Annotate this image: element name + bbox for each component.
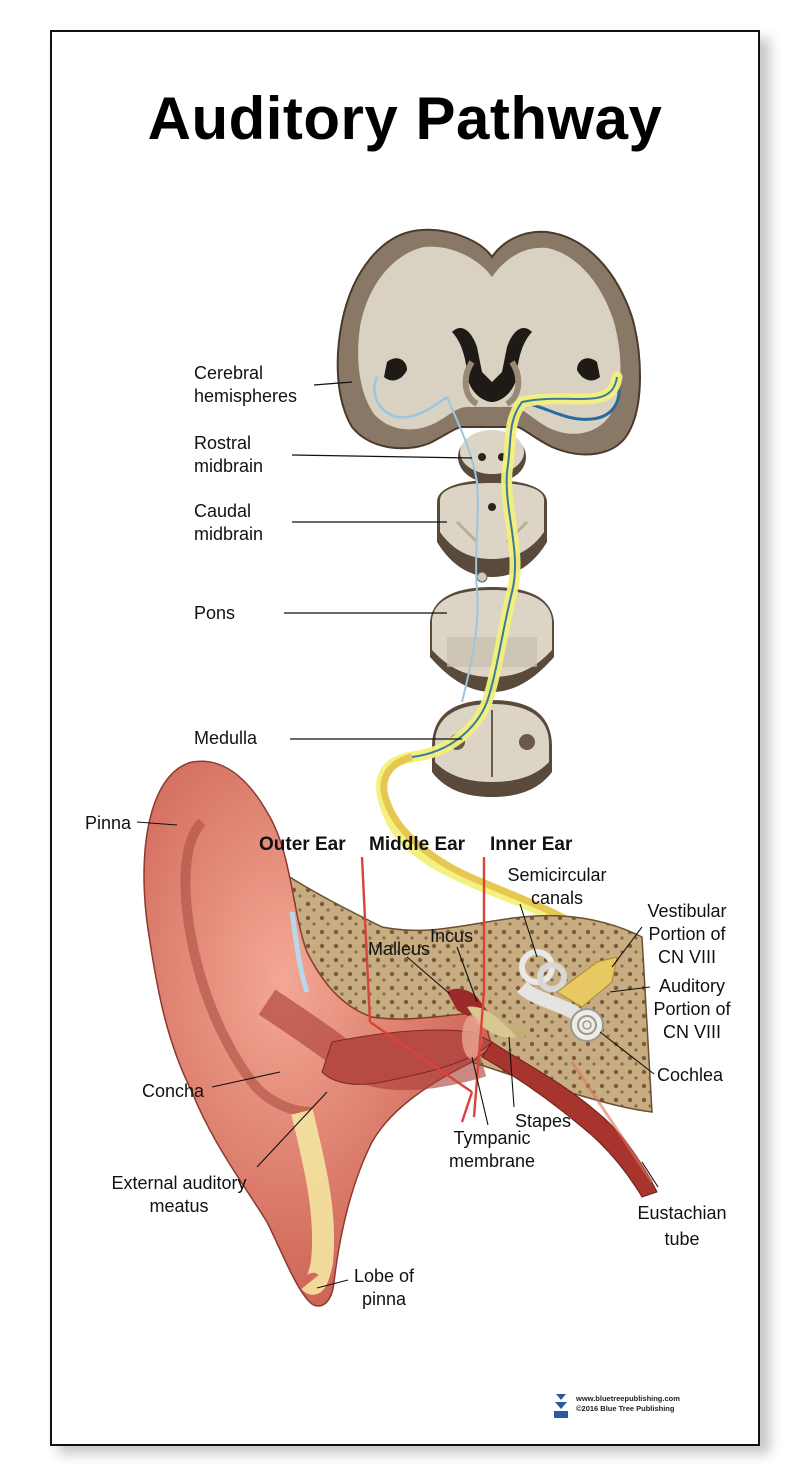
label-cerebral-hemispheres: Cerebral hemispheres [194,362,297,408]
label-line: meatus [149,1196,209,1216]
label-external-auditory-meatus: External auditory meatus [104,1172,254,1218]
header-inner-ear: Inner Ear [490,834,573,855]
label-tympanic-membrane: Tympanic membrane [437,1127,547,1173]
label-line: midbrain [194,456,264,476]
label-auditory-portion: Auditory Portion of CN VIII [642,975,742,1044]
label-line: Portion of [648,924,726,944]
poster: Auditory Pathway [50,30,760,1446]
label-line: canals [530,888,584,908]
label-line: midbrain [194,524,264,544]
label-malleus: Malleus [368,939,431,959]
publisher-url: www.bluetreepublishing.com [576,1394,680,1403]
page-title: Auditory Pathway [147,85,663,152]
label-pons: Pons [194,603,236,623]
label-line: Portion of [653,999,731,1019]
label-line: Rostral [194,433,252,453]
inner-ear-figure [517,949,618,1042]
label-lobe-of-pinna: Lobe of pinna [344,1265,424,1311]
eustachian-tube-figure [481,1041,658,1198]
header-outer-ear: Outer Ear [259,834,346,855]
ear-section-dividers [360,856,486,1123]
publisher-footer: www.bluetreepublishing.com ©2016 Blue Tr… [576,1394,680,1414]
label-medulla: Medulla [194,728,258,748]
label-line: tube [664,1229,700,1249]
label-line: Vestibular [647,901,727,921]
brain-leader-lines [284,381,473,740]
publisher-logo-icon [552,1390,570,1420]
label-line: Auditory [658,976,726,996]
label-line: External auditory [111,1173,247,1193]
publisher-copyright: ©2016 Blue Tree Publishing [576,1404,675,1413]
label-rostral-midbrain: Rostral midbrain [194,432,263,478]
label-line: Eustachian [637,1203,727,1223]
ear-canal [321,1029,493,1085]
label-caudal-midbrain: Caudal midbrain [194,500,263,546]
medulla-figure [432,700,552,797]
label-cochlea: Cochlea [657,1065,724,1085]
label-line: CN VIII [662,1022,721,1042]
label-concha: Concha [142,1081,205,1101]
label-line: Semicircular [507,865,607,885]
ossicles [447,988,527,1059]
ear-leader-lines [136,821,659,1289]
label-line: pinna [361,1289,407,1309]
label-line: hemispheres [194,386,298,406]
label-line: Cerebral [194,363,264,383]
caudal-midbrain-figure [437,480,547,577]
header-middle-ear: Middle Ear [369,834,466,855]
auditory-illustration [136,228,659,1307]
label-line: Caudal [194,501,252,521]
label-stapes: Stapes [515,1111,572,1131]
label-pinna: Pinna [85,813,132,833]
label-vestibular-portion: Vestibular Portion of CN VIII [632,900,742,969]
label-line: Lobe of [353,1266,415,1286]
label-eustachian-tube: Eustachian tube [622,1200,742,1252]
label-line: membrane [448,1151,536,1171]
label-incus: Incus [430,926,474,946]
label-line: CN VIII [657,947,716,967]
label-line: Tympanic [453,1128,531,1148]
cerebral-hemispheres-figure [336,228,641,456]
label-semicircular-canals: Semicircular canals [492,864,622,910]
